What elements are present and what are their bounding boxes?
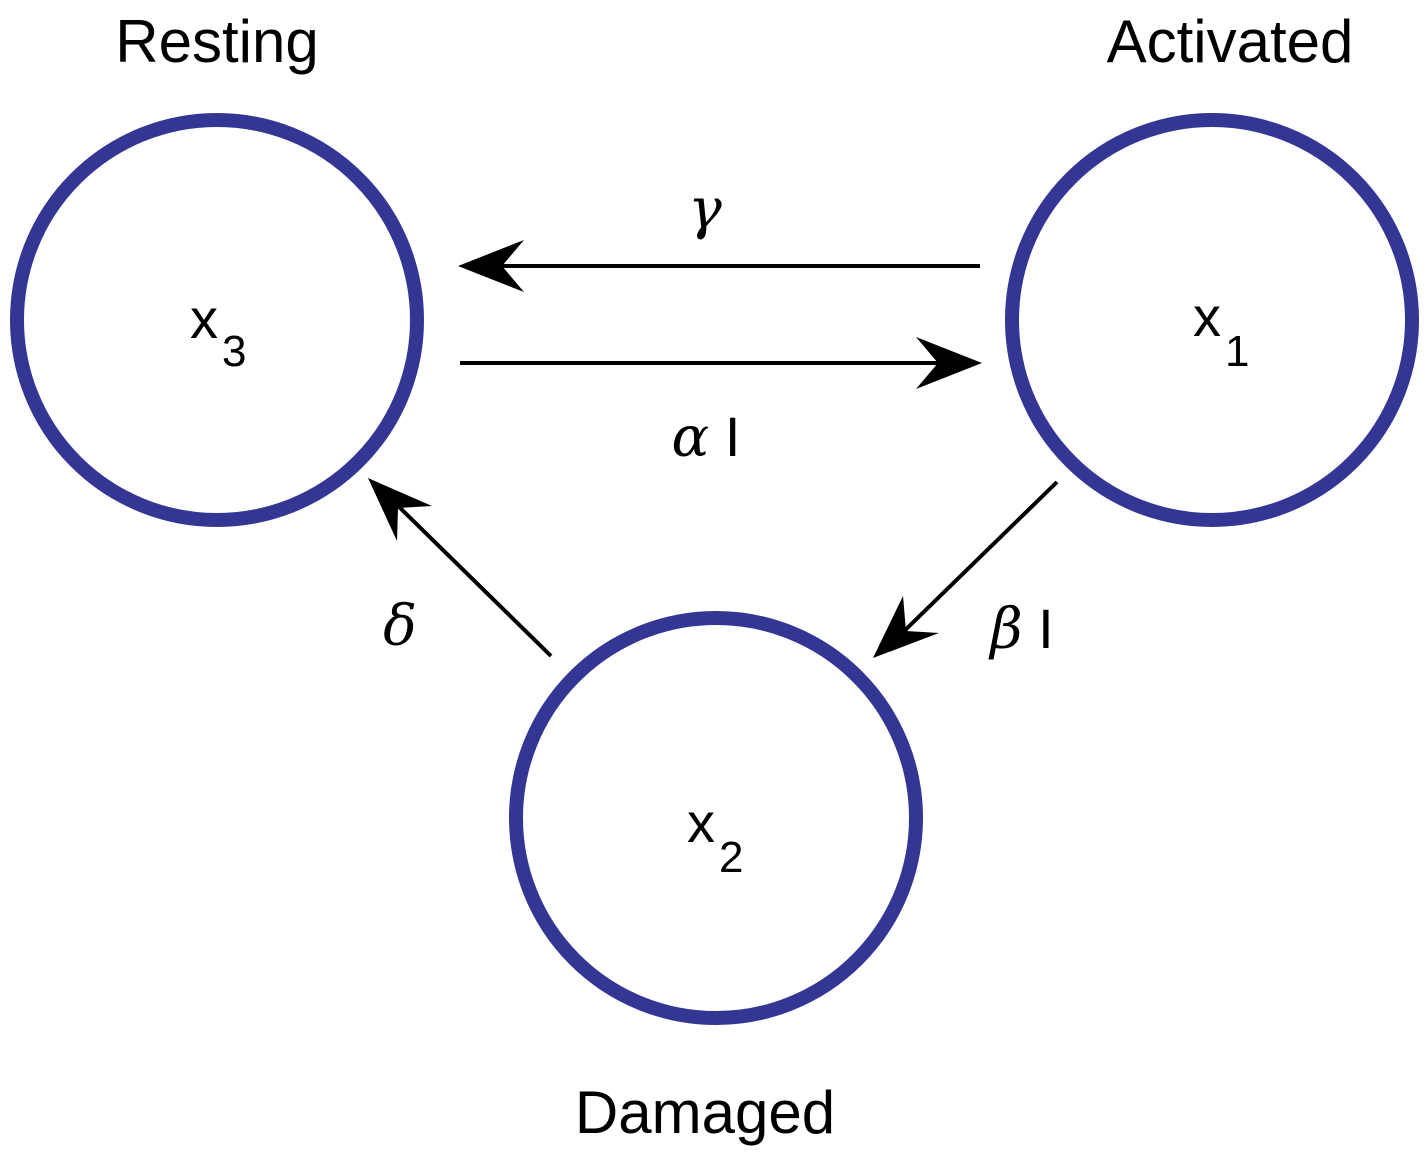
resting-var-subscript: 3 — [222, 327, 246, 376]
arrow-activated-to-resting — [458, 240, 980, 292]
damaged-variable: x2 — [687, 791, 743, 882]
rate-gamma: γ — [688, 177, 722, 242]
arrow-resting-to-activated — [460, 337, 982, 389]
damaged-node — [509, 611, 923, 1025]
rate-delta: δ — [383, 594, 417, 659]
resting-node — [10, 113, 424, 527]
arrow-damaged-to-resting — [368, 478, 553, 658]
rate-alpha-i: α I — [672, 405, 741, 470]
rate-beta-i: β I — [988, 597, 1054, 662]
resting-var-symbol: x — [190, 287, 218, 350]
damaged-var-subscript: 2 — [719, 833, 743, 882]
activated-var-symbol: x — [1193, 285, 1221, 348]
activated-label: Activated — [1107, 8, 1354, 75]
resting-variable: x3 — [190, 287, 246, 376]
alpha-input-label: I — [709, 405, 740, 468]
activated-variable: x1 — [1193, 285, 1249, 376]
activated-var-subscript: 1 — [1225, 327, 1249, 376]
alpha-symbol: α — [672, 405, 710, 470]
beta-input-label: I — [1023, 597, 1054, 660]
arrow-activated-to-damaged — [873, 480, 1059, 658]
activated-node — [1005, 113, 1419, 527]
gamma-symbol: γ — [688, 177, 722, 242]
resting-label: Resting — [115, 8, 318, 75]
damaged-label: Damaged — [575, 1079, 835, 1146]
delta-symbol: δ — [383, 594, 417, 659]
damaged-var-symbol: x — [687, 791, 715, 854]
beta-symbol: β — [988, 597, 1022, 662]
